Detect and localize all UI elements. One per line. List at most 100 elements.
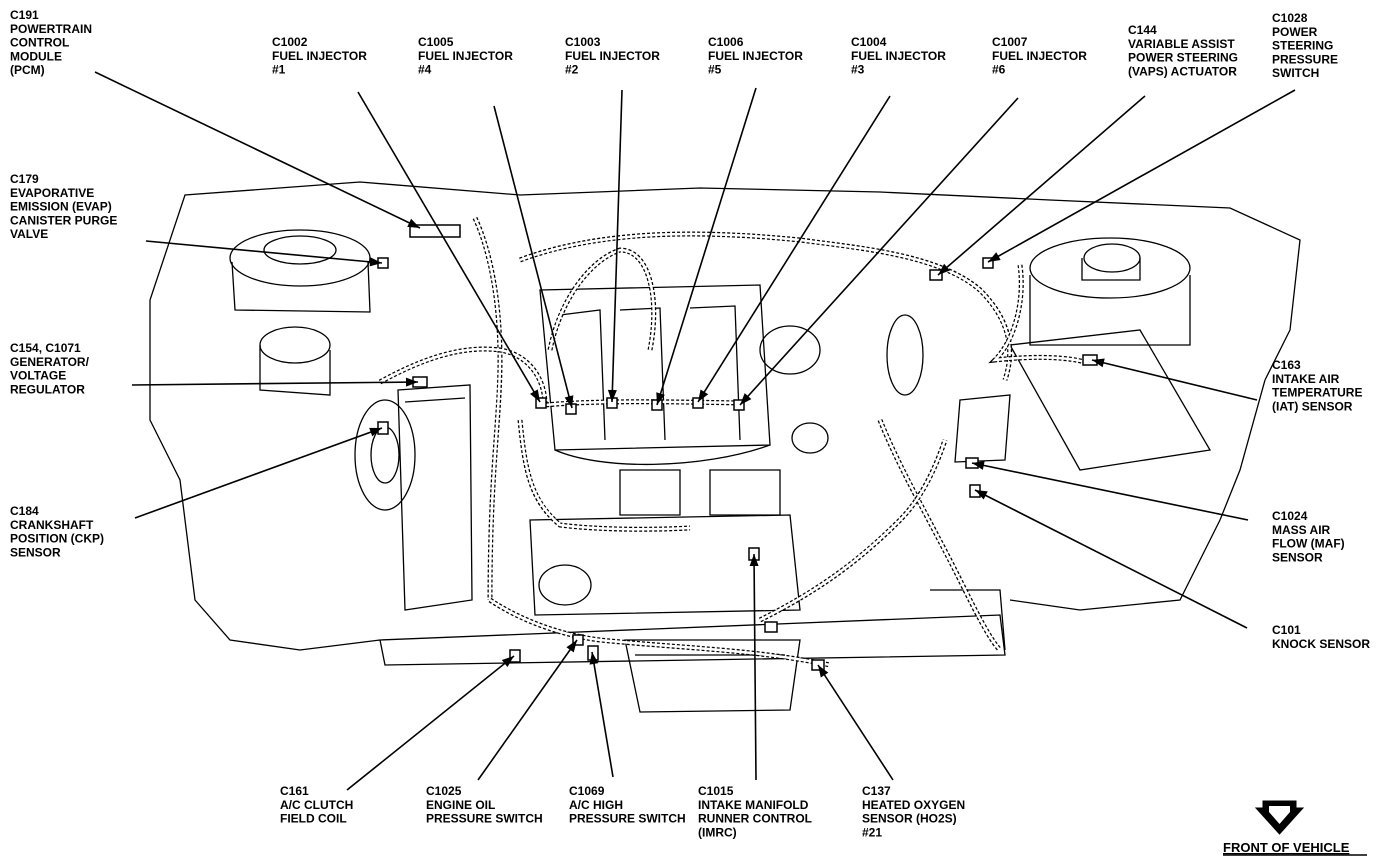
label-line: SENSOR (HO2S) <box>862 812 957 826</box>
leader-line-c1015 <box>753 553 757 781</box>
leader-line-c1024 <box>971 462 1249 521</box>
front-of-vehicle-marker: FRONT OF VEHICLE <box>1223 800 1367 856</box>
label-line: CRANKSHAFT <box>10 518 94 532</box>
leader-line-c163 <box>1091 359 1258 401</box>
label-line: ENGINE OIL <box>426 798 495 812</box>
label-line: C137 <box>862 784 891 798</box>
label-line: FUEL INJECTOR <box>565 49 660 63</box>
leader-line-c1025 <box>477 639 578 781</box>
label-line: A/C HIGH <box>569 798 623 812</box>
label-line: RUNNER CONTROL <box>698 812 812 826</box>
leader-line-c1006 <box>656 87 757 406</box>
leader-line-c137 <box>817 664 894 781</box>
label-line: POWER STEERING <box>1128 51 1238 65</box>
arrowhead-c1004 <box>698 389 709 402</box>
engine-compartment-drawing <box>149 181 1301 713</box>
label-line: #21 <box>862 825 882 839</box>
arrowhead-c154 <box>405 377 418 387</box>
label-line: CONTROL <box>10 36 69 50</box>
label-line: #4 <box>418 63 432 77</box>
label-line: STEERING <box>1272 39 1333 53</box>
label-line: C1006 <box>708 35 744 49</box>
label-line: TEMPERATURE <box>1272 386 1362 400</box>
arrowhead-c137 <box>818 665 829 678</box>
label-line: CANISTER PURGE <box>10 213 117 227</box>
label-line: VOLTAGE <box>10 369 66 383</box>
label-line: POWER <box>1272 25 1318 39</box>
label-line: FUEL INJECTOR <box>272 49 367 63</box>
arrowhead-c1002 <box>530 389 540 402</box>
label-line: SENSOR <box>10 545 61 559</box>
arrowhead-c1024 <box>972 461 985 470</box>
label-line: (VAPS) ACTUATOR <box>1128 64 1237 78</box>
leader-line-c1028 <box>987 89 1296 263</box>
label-line: (IAT) SENSOR <box>1272 399 1353 413</box>
label-line: C1002 <box>272 35 308 49</box>
label-line: C1024 <box>1272 509 1308 523</box>
label-line: C1007 <box>992 35 1028 49</box>
label-line: C1003 <box>565 35 601 49</box>
arrowhead-c101 <box>975 490 988 500</box>
label-line: C184 <box>10 504 39 518</box>
label-line: C161 <box>280 784 309 798</box>
label-line: (IMRC) <box>698 825 737 839</box>
label-line: C1069 <box>569 784 605 798</box>
label-line: A/C CLUTCH <box>280 798 353 812</box>
label-line: HEATED OXYGEN <box>862 798 965 812</box>
label-line: FUEL INJECTOR <box>851 49 946 63</box>
leader-line-c1069 <box>591 651 614 778</box>
label-line: MASS AIR <box>1272 523 1331 537</box>
label-line: VARIABLE ASSIST <box>1128 37 1235 51</box>
leader-line-c161 <box>346 655 515 791</box>
label-line: (PCM) <box>10 63 45 77</box>
label-line: C1015 <box>698 784 734 798</box>
label-line: C179 <box>10 172 39 186</box>
leader-line-c101 <box>974 489 1248 629</box>
leader-line-c184 <box>134 427 383 519</box>
label-line: #6 <box>992 63 1006 77</box>
arrowhead-c1006 <box>656 392 665 405</box>
arrowhead-c1025 <box>566 640 577 653</box>
front-of-vehicle-label: FRONT OF VEHICLE <box>1223 840 1350 855</box>
leader-line-c1004 <box>697 95 891 403</box>
label-line: FUEL INJECTOR <box>418 49 513 63</box>
label-line: EMISSION (EVAP) <box>10 200 112 214</box>
label-line: C144 <box>1128 23 1157 37</box>
label-line: FUEL INJECTOR <box>708 49 803 63</box>
label-line: #5 <box>708 63 722 77</box>
label-line: PRESSURE <box>1272 52 1338 66</box>
label-line: MODULE <box>10 49 62 63</box>
label-line: FIELD COIL <box>280 812 347 826</box>
label-line: EVAPORATIVE <box>10 186 94 200</box>
label-line: #2 <box>565 63 579 77</box>
arrowhead-c144 <box>938 263 951 275</box>
label-line: KNOCK SENSOR <box>1272 637 1370 651</box>
arrowhead-c161 <box>501 656 514 668</box>
label-line: C101 <box>1272 623 1301 637</box>
label-line: INTAKE AIR <box>1272 372 1340 386</box>
arrowhead-c191 <box>407 218 420 228</box>
label-line: C1005 <box>418 35 454 49</box>
label-line: FUEL INJECTOR <box>992 49 1087 63</box>
label-line: POWERTRAIN <box>10 22 92 36</box>
label-line: C154, C1071 <box>10 341 81 355</box>
leader-line-c179 <box>145 240 383 264</box>
arrowhead-c179 <box>369 257 382 267</box>
arrowhead-c184 <box>369 427 382 437</box>
label-line: C191 <box>10 8 39 22</box>
label-line: GENERATOR/ <box>10 355 90 369</box>
arrowhead-c1028 <box>988 252 1001 262</box>
